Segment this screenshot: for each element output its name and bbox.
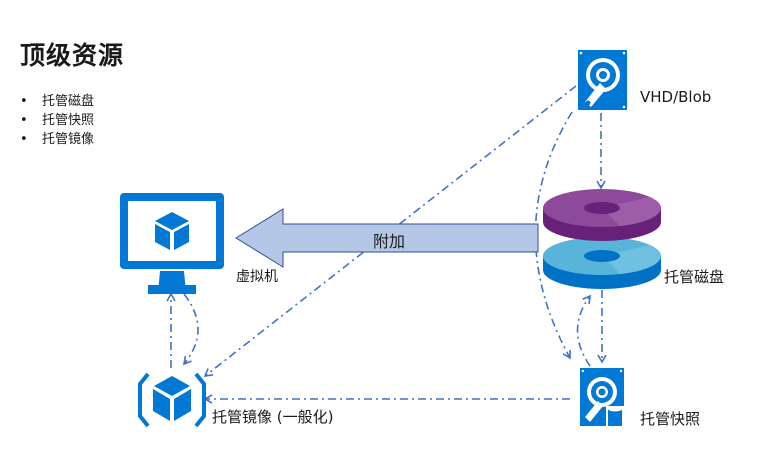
resource-list: 托管磁盘 托管快照 托管镜像 — [20, 92, 94, 149]
vhd-label: VHD/Blob — [640, 88, 712, 106]
connector-snapshot-to-disk — [576, 294, 591, 367]
attach-label: 附加 — [373, 232, 406, 251]
virtual-machine-icon — [120, 193, 224, 294]
managed-image-label: 托管镜像 (一般化) — [212, 408, 334, 426]
list-item: 托管镜像 — [20, 130, 94, 149]
list-item: 托管磁盘 — [20, 92, 94, 111]
managed-disk-label: 托管磁盘 — [664, 268, 725, 286]
managed-snapshot-label: 托管快照 — [640, 410, 701, 428]
page-title: 顶级资源 — [20, 41, 125, 70]
connector-vm-to-image — [182, 293, 199, 366]
list-item: 托管快照 — [20, 111, 94, 130]
vm-label: 虚拟机 — [236, 269, 278, 285]
attach-arrow — [235, 208, 539, 268]
cube-image-icon — [138, 372, 206, 428]
hard-drive-icon — [578, 50, 627, 110]
snapshot-drive-icon — [580, 368, 624, 426]
disk-stack-icon — [543, 189, 661, 289]
